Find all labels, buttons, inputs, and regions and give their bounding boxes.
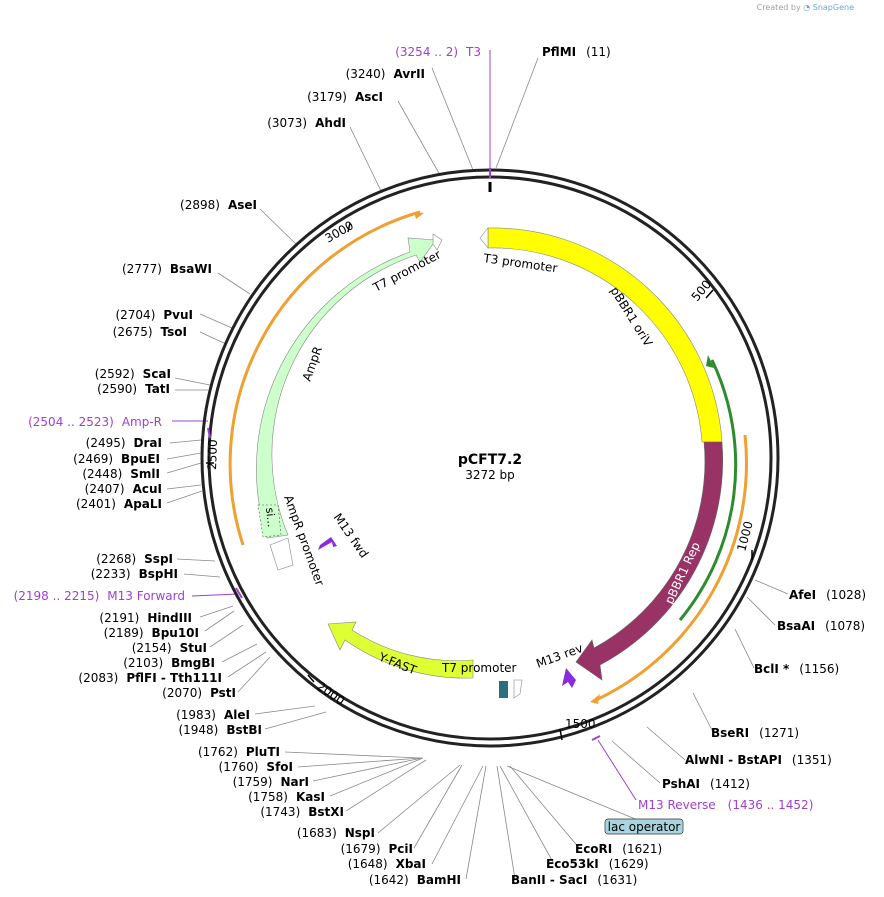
site-label-left[interactable]: (2189)Bpu10I bbox=[104, 626, 199, 640]
credit-brand: SnapGene bbox=[812, 3, 854, 12]
site-label-left[interactable]: (2592)ScaI bbox=[95, 367, 171, 381]
primer-markers bbox=[207, 168, 601, 741]
site-label-right[interactable]: AlwNI - BstAPI(1351) bbox=[685, 753, 832, 767]
site-label-right[interactable]: PshAI(1412) bbox=[662, 777, 750, 791]
site-label-left[interactable]: (1648)XbaI bbox=[348, 857, 426, 871]
site-label-right[interactable]: PflMI(11) bbox=[542, 45, 611, 59]
m13-fwd-arrow-icon bbox=[318, 537, 337, 550]
lac-operator-box[interactable] bbox=[604, 818, 684, 835]
primer-leader-lines bbox=[172, 50, 637, 801]
site-label-left[interactable]: (1743)BstXI bbox=[260, 805, 344, 819]
site-label-right[interactable]: EcoRI(1621) bbox=[575, 842, 662, 856]
plasmid-length: 3272 bp bbox=[465, 468, 515, 482]
site-label-left[interactable]: (2675)TsoI bbox=[113, 325, 187, 339]
site-label-left[interactable]: (1762)PluTI bbox=[198, 745, 280, 759]
t7-promoter-bottom-label: T7 promoter bbox=[441, 661, 517, 675]
site-label-left[interactable]: (2495)DraI bbox=[86, 436, 162, 450]
site-label-left[interactable]: (2407)AcuI bbox=[85, 482, 162, 496]
y-fast-feature[interactable] bbox=[327, 621, 474, 679]
primer-label-amp-r[interactable]: (2504 .. 2523)Amp-R bbox=[28, 415, 162, 429]
m13-fwd-label: M13 fwd bbox=[331, 511, 372, 561]
primer-label-m13-reverse[interactable]: M13 Reverse(1436 .. 1452) bbox=[638, 798, 813, 812]
site-label-left[interactable]: (2083)PflFI - Tth111I bbox=[78, 671, 222, 685]
orange-arc-right bbox=[595, 434, 748, 702]
site-label-right[interactable]: BclI *(1156) bbox=[754, 662, 839, 676]
site-label-left[interactable]: (3073)AhdI bbox=[267, 116, 346, 130]
site-label-left[interactable]: (1760)SfoI bbox=[219, 760, 293, 774]
primer-labels: (3254 .. 2)T3 (2504 .. 2523)Amp-R (2198 … bbox=[14, 45, 814, 812]
site-label-left[interactable]: (2469)BpuEI bbox=[73, 452, 160, 466]
site-label-left[interactable]: (1758)KasI bbox=[248, 790, 325, 804]
credit-prefix: Created by bbox=[756, 3, 801, 12]
plasmid-name: pCFT7.2 bbox=[458, 452, 522, 468]
primer-label-m13-forward[interactable]: (2198 .. 2215)M13 Forward bbox=[14, 589, 185, 603]
t7-promoter-top-arrow-icon bbox=[432, 233, 443, 251]
site-label-left[interactable]: (2154)StuI bbox=[132, 641, 207, 655]
green-arc-head bbox=[706, 355, 714, 368]
site-label-left[interactable]: (2070)PstI bbox=[162, 686, 236, 700]
signal-label: si… bbox=[263, 507, 278, 528]
site-label-left[interactable]: (1948)BstBI bbox=[178, 723, 262, 737]
green-arc bbox=[678, 359, 738, 621]
snapgene-logo-icon: ◔ bbox=[803, 3, 811, 12]
credit: Created by ◔ SnapGene bbox=[757, 3, 854, 12]
t7-promoter-bottom-arrow-icon bbox=[513, 679, 523, 699]
left-site-labels: (3240)AvrII (3179)AscI (3073)AhdI (2898)Ase… bbox=[73, 67, 461, 887]
m13-rev-label: M13 rev bbox=[534, 641, 584, 671]
site-label-left[interactable]: (2401)ApaLI bbox=[76, 497, 162, 511]
pbbr1-rep-feature[interactable] bbox=[575, 441, 723, 681]
site-label-left[interactable]: (1642)BamHI bbox=[369, 873, 461, 887]
site-label-left[interactable]: (1683)NspI bbox=[297, 826, 375, 840]
orange-arc-left-head bbox=[414, 212, 424, 219]
ampr-label: AmpR bbox=[300, 345, 325, 383]
primer-label-t3[interactable]: (3254 .. 2)T3 bbox=[395, 45, 481, 59]
orange-arc-right-head bbox=[590, 694, 600, 704]
site-label-left[interactable]: (2103)BmgBI bbox=[123, 656, 215, 670]
m13-rev-arrow-icon bbox=[562, 668, 576, 688]
promoter-square bbox=[499, 681, 508, 698]
site-label-left[interactable]: (2704)PvuI bbox=[115, 308, 193, 322]
ampr-promoter-arrow-icon bbox=[269, 537, 294, 571]
right-site-labels: PflMI(11) AfeI(1028) BsaAI(1078) BclI *(115… bbox=[511, 45, 866, 887]
site-label-left[interactable]: (2448)SmlI bbox=[82, 467, 160, 481]
tick-1500: 1500 bbox=[565, 717, 596, 731]
site-label-right[interactable]: AfeI(1028) bbox=[789, 588, 866, 602]
lac-operator-label: lac operator bbox=[608, 820, 681, 834]
t3-promoter-arrow-icon bbox=[479, 227, 489, 249]
site-label-left[interactable]: (2268)SspI bbox=[96, 552, 173, 566]
label-leader-lines bbox=[166, 57, 789, 880]
site-label-right[interactable]: BanII - SacI(1631) bbox=[511, 873, 637, 887]
site-label-left[interactable]: (2777)BsaWI bbox=[122, 262, 212, 276]
ampr-feature[interactable] bbox=[256, 237, 437, 539]
site-label-left[interactable]: (3179)AscI bbox=[307, 90, 383, 104]
site-label-right[interactable]: BseRI(1271) bbox=[711, 726, 799, 740]
site-label-left[interactable]: (1983)AleI bbox=[176, 708, 250, 722]
site-label-right[interactable]: Eco53kI(1629) bbox=[546, 857, 649, 871]
site-label-left[interactable]: (3240)AvrII bbox=[346, 67, 425, 81]
signal-sequence-feature[interactable] bbox=[257, 504, 282, 538]
orange-arc-left bbox=[228, 210, 421, 546]
site-label-left[interactable]: (2233)BspHI bbox=[91, 567, 178, 581]
site-label-left[interactable]: (2898)AseI bbox=[180, 198, 257, 212]
site-label-left[interactable]: (2191)HindIII bbox=[99, 611, 192, 625]
tick-2500: 2500 bbox=[205, 439, 220, 470]
site-label-left[interactable]: (1679)PciI bbox=[341, 842, 413, 856]
site-label-left[interactable]: (1759)NarI bbox=[233, 775, 309, 789]
site-label-left[interactable]: (2590)TatI bbox=[97, 382, 170, 396]
tick-marks bbox=[206, 222, 753, 741]
site-label-right[interactable]: BsaAI(1078) bbox=[777, 619, 865, 633]
